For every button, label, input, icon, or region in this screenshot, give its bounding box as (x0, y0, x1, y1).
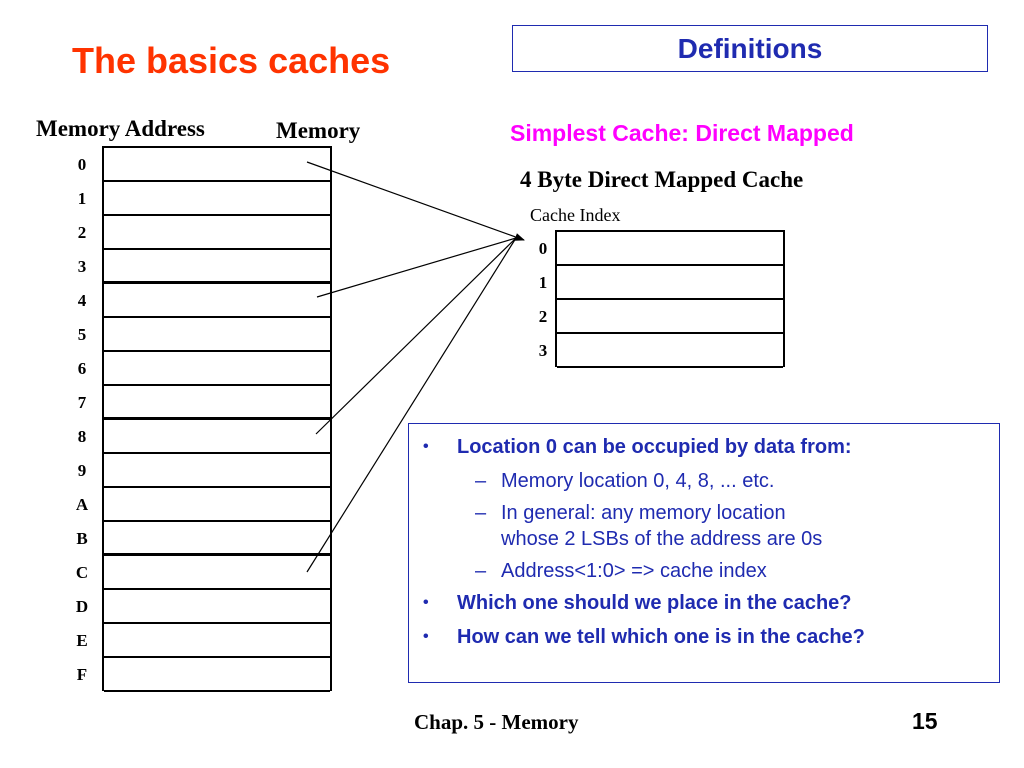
memory-header: Memory (276, 118, 361, 143)
notes-box: • Location 0 can be occupied by data fro… (408, 423, 1000, 683)
memory-cell-a (104, 488, 330, 522)
arrow-from-address-4 (316, 237, 517, 298)
memory-address-c: C (75, 563, 89, 582)
slide-title: The basics caches (72, 40, 391, 81)
cache-cell-1 (557, 266, 783, 300)
memory-address-e: E (76, 631, 88, 650)
memory-address-1: 1 (77, 189, 87, 208)
dash-icon: – (475, 560, 487, 582)
bullet-dot-icon: • (423, 438, 429, 455)
footer-chapter: Chap. 5 - Memory (414, 710, 579, 734)
memory-address-0: 0 (77, 155, 87, 174)
cache-title: 4 Byte Direct Mapped Cache (520, 167, 804, 192)
memory-address-6: 6 (77, 359, 87, 378)
arrow-from-address-c (306, 237, 517, 573)
memory-address-header: Memory Address (36, 116, 205, 141)
memory-address-8: 8 (77, 427, 87, 446)
cache-index-3: 3 (538, 341, 548, 360)
memory-cell-0 (104, 148, 330, 182)
memory-cell-b (104, 522, 330, 556)
memory-cell-6 (104, 352, 330, 386)
memory-cell-2 (104, 216, 330, 250)
note-sub-text-3: Address<1:0> => cache index (501, 560, 767, 582)
cache-subtitle: Simplest Cache: Direct Mapped (510, 120, 854, 146)
memory-cell-9 (104, 454, 330, 488)
cache-index-0: 0 (538, 239, 548, 258)
memory-cell-c (104, 556, 330, 590)
memory-cell-7 (104, 386, 330, 420)
memory-cell-3 (104, 250, 330, 284)
note-bullet-3: • How can we tell which one is in the ca… (421, 624, 987, 650)
cache-index-1: 1 (538, 273, 548, 292)
memory-cell-5 (104, 318, 330, 352)
dash-icon: – (475, 502, 487, 524)
arrow-from-address-0 (306, 161, 525, 241)
memory-cell-e (104, 624, 330, 658)
memory-address-f: F (76, 665, 88, 684)
note-sub-text-2: In general: any memory location whose 2 … (501, 502, 823, 550)
memory-cell-1 (104, 182, 330, 216)
memory-cell-4 (104, 284, 330, 318)
memory-address-b: B (76, 529, 88, 548)
memory-cell-d (104, 590, 330, 624)
note-sub-text-1: Memory location 0, 4, 8, ... etc. (501, 470, 775, 492)
cache-column (555, 230, 785, 368)
note-bullet-2: • Which one should we place in the cache… (421, 590, 987, 616)
note-sub-bullet-2: – In general: any memory location whose … (475, 500, 987, 552)
note-sub-bullet-1: – Memory location 0, 4, 8, ... etc. (475, 468, 987, 494)
cache-cell-3 (557, 334, 783, 368)
memory-cell-8 (104, 420, 330, 454)
definitions-label: Definitions (677, 32, 823, 64)
memory-address-d: D (75, 597, 89, 616)
memory-address-7: 7 (77, 393, 87, 412)
memory-address-2: 2 (77, 223, 87, 242)
note-bullet-1: • Location 0 can be occupied by data fro… (421, 434, 987, 460)
memory-address-4: 4 (77, 291, 87, 310)
dash-icon: – (475, 470, 487, 492)
memory-address-5: 5 (77, 325, 87, 344)
bullet-dot-icon: • (423, 628, 429, 645)
cache-cell-2 (557, 300, 783, 334)
memory-address-a: A (75, 495, 89, 514)
cache-index-2: 2 (538, 307, 548, 326)
note-text-1: Location 0 can be occupied by data from: (457, 436, 852, 458)
definitions-banner: Definitions (512, 25, 988, 72)
cache-index-header: Cache Index (530, 205, 621, 225)
cache-cell-0 (557, 232, 783, 266)
memory-address-3: 3 (77, 257, 87, 276)
page-number: 15 (912, 708, 938, 734)
note-text-3: How can we tell which one is in the cach… (457, 626, 865, 648)
note-sub-bullet-3: – Address<1:0> => cache index (475, 558, 987, 584)
bullet-dot-icon: • (423, 594, 429, 611)
memory-address-9: 9 (77, 461, 87, 480)
note-text-2: Which one should we place in the cache? (457, 592, 852, 614)
arrow-from-address-8 (315, 237, 517, 435)
memory-cell-f (104, 658, 330, 692)
